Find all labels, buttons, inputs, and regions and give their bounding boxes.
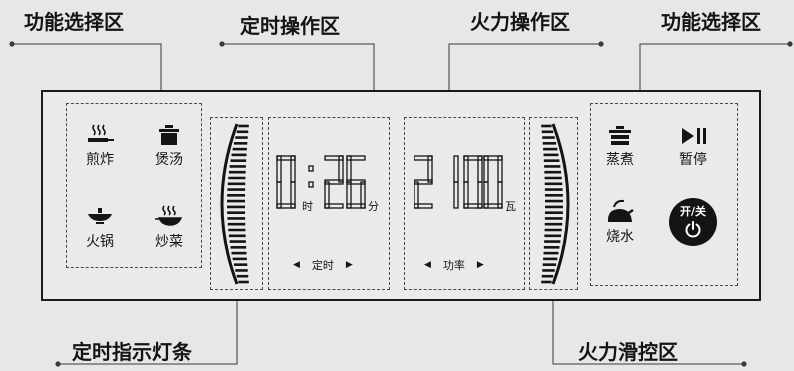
hotpot-label: 火锅 xyxy=(86,234,114,250)
power-decrease-arrow[interactable]: ◀ xyxy=(424,260,431,270)
callout-function-select-left: 功能选择区 xyxy=(24,10,124,34)
steam-button[interactable]: 蒸煮 xyxy=(598,125,642,169)
frying-pan-icon xyxy=(88,124,114,142)
callout-timer-area: 定时操作区 xyxy=(240,14,340,38)
power-nav-label: 功率 xyxy=(442,259,465,272)
timer-decrease-arrow[interactable]: ◀ xyxy=(293,260,300,270)
left-function-zone xyxy=(66,103,202,268)
power-digit-display xyxy=(414,155,503,209)
boil-water-button[interactable]: 烧水 xyxy=(598,198,642,246)
wok-icon xyxy=(155,205,183,226)
timer-indicator-bar xyxy=(220,123,249,285)
timer-display-zone xyxy=(268,117,390,290)
power-digit-2 xyxy=(463,155,483,209)
fire-slider-bar[interactable] xyxy=(531,120,577,288)
steamer-icon xyxy=(609,126,631,145)
pause-label: 暂停 xyxy=(679,152,707,168)
right-function-zone xyxy=(590,103,738,286)
play-pause-icon xyxy=(682,128,706,144)
timer-increase-arrow[interactable]: ▶ xyxy=(345,260,353,270)
timer-indicator-zone xyxy=(210,117,263,290)
callout-fire-area: 火力操作区 xyxy=(470,10,570,34)
pause-button[interactable]: 暂停 xyxy=(671,125,715,169)
fire-slider-arc xyxy=(551,123,570,285)
soup-button[interactable]: 煲汤 xyxy=(147,123,191,169)
fry-button[interactable]: 煎炸 xyxy=(78,123,122,169)
power-toggle-button[interactable]: 开/关 xyxy=(669,198,717,246)
timer-nav-label: 定时 xyxy=(311,259,334,272)
power-digit-0 xyxy=(414,155,433,209)
timer-hour-unit: 时 xyxy=(302,200,313,213)
boil-water-label: 烧水 xyxy=(606,229,634,245)
hotpot-button[interactable]: 火锅 xyxy=(78,205,122,251)
timer-hour-digit xyxy=(276,155,296,209)
timer-colon-dot-0 xyxy=(308,165,314,172)
stirfry-button[interactable]: 炒菜 xyxy=(147,205,191,251)
callout-fire-slider: 火力滑控区 xyxy=(578,340,678,364)
timer-nav: ◀ 定时 ▶ xyxy=(293,257,353,273)
callout-timer-indicator: 定时指示灯条 xyxy=(72,340,192,364)
fry-label: 煎炸 xyxy=(86,152,114,168)
timer-minute-tens-digit xyxy=(324,155,344,209)
power-digit-3 xyxy=(483,155,503,209)
stirfry-label: 炒菜 xyxy=(155,234,183,250)
timer-minute-ones-digit xyxy=(346,155,366,209)
power-increase-arrow[interactable]: ▶ xyxy=(476,260,484,270)
timer-digit-display xyxy=(276,155,366,209)
power-display-zone xyxy=(404,117,525,290)
power-digit-1 xyxy=(453,155,459,209)
soup-pot-icon xyxy=(159,125,179,145)
kettle-icon xyxy=(607,199,634,222)
timer-indicator-arc xyxy=(220,123,239,285)
soup-label: 煲汤 xyxy=(155,152,183,168)
control-panel xyxy=(41,90,761,301)
power-nav: ◀ 功率 ▶ xyxy=(424,257,484,273)
timer-minute-unit: 分 xyxy=(368,200,379,213)
hotpot-icon xyxy=(88,208,112,224)
fire-slider-zone xyxy=(529,117,578,290)
power-icon xyxy=(685,221,701,238)
timer-colon-dot-1 xyxy=(308,181,314,188)
power-unit: 瓦 xyxy=(505,200,516,213)
callout-function-select-right: 功能选择区 xyxy=(661,10,761,34)
steam-label: 蒸煮 xyxy=(606,152,634,168)
power-toggle-label: 开/关 xyxy=(679,205,707,218)
